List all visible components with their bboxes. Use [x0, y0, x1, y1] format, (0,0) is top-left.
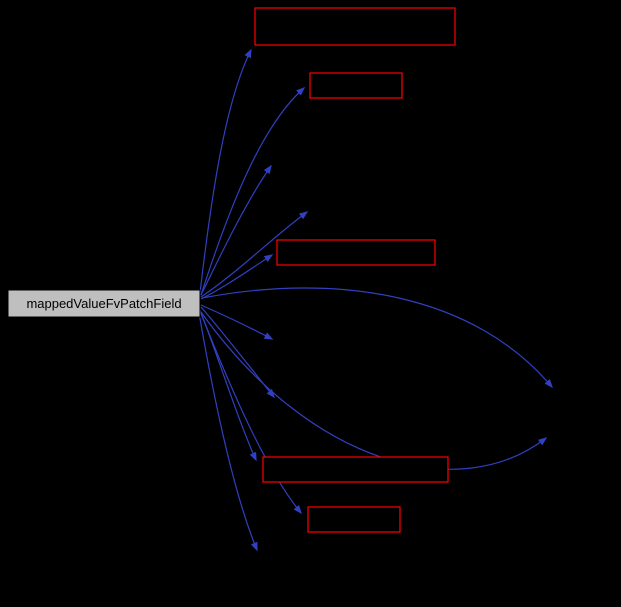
node-box-top[interactable] — [254, 7, 456, 46]
node-box-4[interactable] — [262, 456, 449, 483]
edge-to-hidden-node-3 — [200, 304, 274, 340]
edge-group — [198, 48, 553, 552]
edge-to-far-right-lower — [200, 311, 548, 470]
node-box-2[interactable] — [309, 72, 403, 99]
node-box-5[interactable] — [307, 506, 401, 533]
main-node-box — [7, 289, 201, 318]
edge-to-box-2 — [200, 87, 306, 296]
main-node-label: mappedValueFvPatchField — [26, 296, 181, 311]
node-box-3[interactable] — [276, 239, 436, 266]
red-node-group — [254, 7, 456, 533]
main-node: mappedValueFvPatchField — [7, 289, 201, 318]
edge-to-hidden-node-5 — [198, 312, 258, 552]
edge-to-hidden-node-1 — [200, 164, 272, 296]
edge-to-far-right-upper — [201, 287, 553, 389]
edge-to-top-box — [199, 48, 252, 294]
edge-to-box-5 — [199, 310, 302, 515]
edge-to-hidden-node-2 — [200, 211, 309, 298]
edge-to-hidden-node-4 — [200, 306, 275, 399]
edge-to-box-3 — [200, 254, 274, 300]
